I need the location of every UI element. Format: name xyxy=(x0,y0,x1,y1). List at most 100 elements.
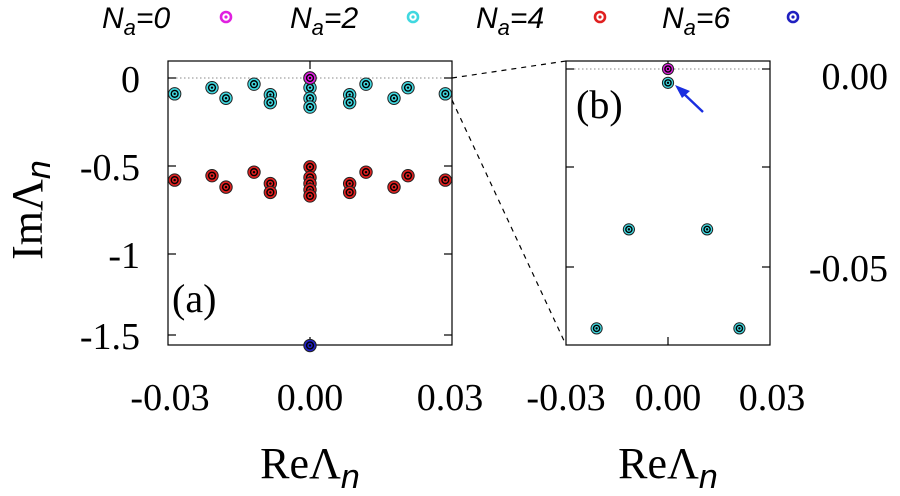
legend-subscript: a xyxy=(312,15,324,40)
marker-inner-ring xyxy=(170,175,179,185)
legend-value: =4 xyxy=(510,2,544,35)
marker-inner-ring xyxy=(305,191,315,201)
data-point-na2 xyxy=(247,77,261,91)
marker-center-dot xyxy=(627,228,631,231)
legend-marker-dot xyxy=(224,15,228,19)
marker-inner-ring xyxy=(221,183,231,192)
marker-center-dot xyxy=(348,101,351,104)
panel-a-ytick-3: -1.5 xyxy=(80,316,140,358)
legend-marker-na2 xyxy=(406,10,420,24)
legend-subscript: a xyxy=(684,15,696,40)
data-point-na4 xyxy=(247,165,261,179)
marker-inner-ring xyxy=(305,73,315,83)
marker-inner-ring xyxy=(266,98,275,107)
marker-inner-ring xyxy=(735,324,744,333)
marker-center-dot xyxy=(224,97,228,100)
marker-inner-ring xyxy=(170,89,179,98)
legend-marker-na4 xyxy=(593,10,607,24)
legend-symbol: N xyxy=(290,2,312,35)
data-point-na2 xyxy=(401,80,415,95)
marker-center-dot xyxy=(269,191,272,194)
marker-inner-ring xyxy=(207,83,217,92)
panel-a-xtick-0: -0.03 xyxy=(130,377,209,419)
marker-inner-ring xyxy=(703,225,711,234)
legend-marker-dot xyxy=(791,15,795,19)
marker-center-dot xyxy=(666,81,670,85)
panel-a-xlabel: ReΛn xyxy=(260,439,360,496)
marker-inner-ring xyxy=(221,94,231,103)
panel-a-ytick-2: -1 xyxy=(108,235,140,277)
marker-center-dot xyxy=(348,191,351,194)
data-point-na2 xyxy=(701,223,714,236)
data-point-na2 xyxy=(342,95,357,110)
zoom-connector-top xyxy=(451,60,567,79)
data-point-na2 xyxy=(359,77,373,91)
marker-center-dot xyxy=(444,92,447,96)
marker-center-dot xyxy=(392,185,396,189)
panel-a-markers xyxy=(167,71,453,353)
marker-center-dot xyxy=(364,82,368,86)
marker-inner-ring xyxy=(403,83,413,92)
legend-entry-na4: Na=4 xyxy=(476,2,607,40)
marker-center-dot xyxy=(348,182,351,185)
data-point-na2 xyxy=(438,87,453,101)
legend-marker-dot xyxy=(598,15,602,19)
marker-inner-ring xyxy=(249,80,259,89)
zoom-connector-bottom xyxy=(451,99,567,346)
marker-center-dot xyxy=(224,185,228,189)
panel-a-xtick-1: 0.00 xyxy=(277,377,344,419)
data-point-na4 xyxy=(342,185,357,200)
data-point-na2 xyxy=(590,322,603,335)
marker-inner-ring xyxy=(249,168,259,177)
marker-inner-ring xyxy=(361,80,371,89)
marker-inner-ring xyxy=(389,94,399,103)
marker-center-dot xyxy=(269,93,272,96)
data-point-na2 xyxy=(661,76,675,89)
marker-inner-ring xyxy=(266,188,275,197)
marker-inner-ring xyxy=(305,162,315,171)
panel-b-xtick-0: -0.03 xyxy=(526,377,605,419)
marker-center-dot xyxy=(444,178,447,182)
marker-center-dot xyxy=(308,76,312,80)
panel-b-xtick-2: 0.03 xyxy=(739,377,806,419)
marker-inner-ring xyxy=(361,168,371,177)
svg-text:Na=0: Na=0 xyxy=(102,2,170,40)
panel-a-ylabel: ImΛn xyxy=(3,160,58,260)
marker-center-dot xyxy=(666,67,670,71)
panel-a-ytick-0: 0 xyxy=(121,59,140,101)
svg-text:Na=2: Na=2 xyxy=(290,2,358,40)
data-point-na2 xyxy=(733,322,746,335)
marker-center-dot xyxy=(595,327,598,330)
marker-center-dot xyxy=(348,93,351,96)
legend-symbol: N xyxy=(476,2,498,35)
panel-b-label: (b) xyxy=(576,82,623,127)
legend-entry-na0: Na=0 xyxy=(102,2,233,40)
data-point-na0 xyxy=(661,62,675,76)
legend-value: =0 xyxy=(136,2,171,35)
marker-inner-ring xyxy=(389,183,399,192)
marker-inner-ring xyxy=(305,102,315,112)
marker-inner-ring xyxy=(441,89,450,98)
data-point-na4 xyxy=(167,173,182,187)
marker-inner-ring xyxy=(625,225,633,234)
data-point-na4 xyxy=(205,168,219,183)
marker-center-dot xyxy=(308,105,312,109)
panel-b-xtick-1: 0.00 xyxy=(635,377,702,419)
data-point-na2 xyxy=(167,87,182,101)
marker-center-dot xyxy=(210,174,214,177)
data-point-na2 xyxy=(387,91,401,105)
marker-center-dot xyxy=(308,165,312,169)
panel-b-xlabel: ReΛn xyxy=(618,439,718,496)
marker-center-dot xyxy=(308,194,312,198)
marker-inner-ring xyxy=(441,175,450,185)
panel-b-markers xyxy=(590,62,746,335)
legend-value: =2 xyxy=(324,2,359,35)
panel-b-ytick-0: 0.00 xyxy=(822,56,889,98)
legend-subscript: a xyxy=(124,15,136,40)
marker-center-dot xyxy=(269,182,272,185)
panel-a-ticks xyxy=(168,61,452,345)
marker-center-dot xyxy=(173,178,176,182)
data-point-na2 xyxy=(303,100,317,114)
panel-a-xtick-2: 0.03 xyxy=(417,377,484,419)
